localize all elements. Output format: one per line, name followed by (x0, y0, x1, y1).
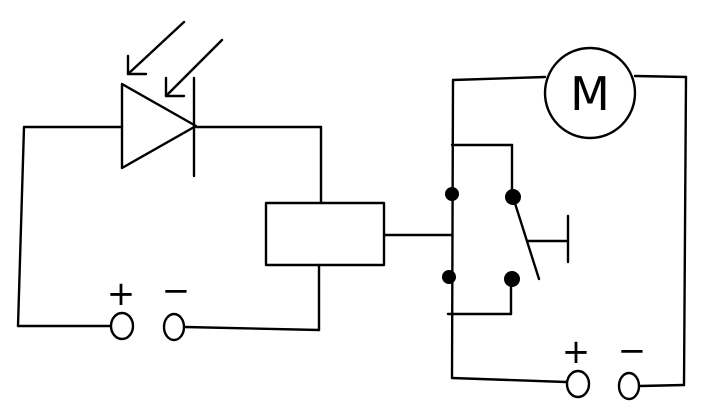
right-circuit-wires (446, 74, 688, 388)
switch-contact-left-top (445, 187, 459, 201)
right-positive-terminal (565, 369, 591, 399)
motor-circle (543, 46, 637, 140)
photodiode (120, 20, 224, 178)
right-negative-label: − (618, 331, 647, 371)
relay-switch (442, 187, 570, 287)
left-positive-label: + (107, 274, 136, 314)
light-arrows-icon (126, 20, 224, 98)
left-negative-label: − (162, 271, 191, 311)
right-positive-label: + (562, 332, 591, 372)
left-supply-terminals: + − (107, 271, 191, 342)
switch-blade (511, 195, 541, 281)
motor: M (543, 46, 637, 140)
switch-contact-right-bottom (504, 271, 520, 287)
left-positive-terminal (109, 311, 135, 341)
motor-label: M (570, 67, 610, 121)
left-negative-terminal (162, 312, 186, 342)
right-negative-terminal (617, 371, 641, 401)
switch-contact-left-bottom (442, 270, 456, 284)
right-supply-terminals: + − (562, 331, 647, 401)
relay-coil (264, 201, 386, 267)
left-circuit-wires (16, 125, 323, 332)
